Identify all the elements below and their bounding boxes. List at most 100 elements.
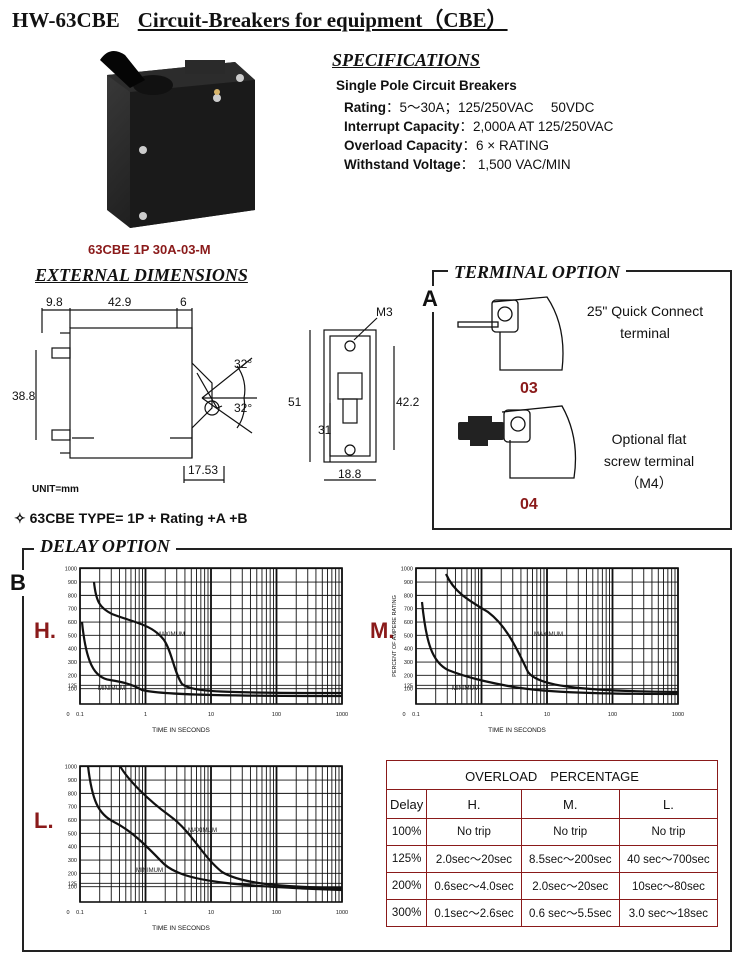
y-tick-label: 600 (68, 818, 77, 824)
spec-interrupt: Interrupt Capacity：2,000A AT 125/250VAC (344, 119, 614, 134)
x-tick-label: 0 (66, 910, 69, 916)
y-tick-label: 1000 (65, 567, 77, 573)
curve-letter-m: M. (370, 618, 395, 643)
dim-38-8: 38.8 (12, 389, 36, 403)
y-tick-label: 500 (68, 831, 77, 837)
y-tick-label: 700 (68, 805, 77, 811)
option-04-code: 04 (520, 496, 538, 513)
y-axis-label: PERCENT OF AMPERE RATING (392, 595, 398, 677)
photo-caption: 63CBE 1P 30A-03-M (88, 242, 211, 257)
x-tick-label: 0.1 (412, 712, 420, 718)
y-tick-label: 800 (68, 791, 77, 797)
option-letter-a: A (422, 286, 438, 312)
y-tick-label: 100 (68, 687, 77, 693)
y-tick-label: 300 (68, 858, 77, 864)
dim-angle-bottom: 32° (234, 401, 252, 415)
spec-subtitle: Single Pole Circuit Breakers (336, 78, 517, 93)
curve-letter-l: L. (34, 808, 54, 833)
dim-angle-top: 32° (234, 357, 252, 371)
page-title: HW-63CBE Circuit-Breakers for equipment（C… (12, 4, 508, 34)
quick-connect-terminal-icon (457, 296, 564, 371)
x-axis-label: TIME IN SECONDS (152, 727, 210, 734)
option-letter-b: B (10, 570, 26, 596)
x-tick-label: 100 (272, 712, 281, 718)
y-tick-label: 100 (404, 687, 413, 693)
x-tick-label: 10 (208, 910, 214, 916)
y-tick-label: 400 (68, 845, 77, 851)
minimum-curve (86, 765, 343, 892)
y-tick-label: 400 (68, 647, 77, 653)
x-tick-label: 1 (144, 712, 147, 718)
y-tick-label: 900 (68, 778, 77, 784)
y-tick-label: 125 (68, 683, 77, 689)
dim-9-8: 9.8 (46, 295, 63, 309)
y-tick-label: 200 (68, 871, 77, 877)
model-number: HW-63CBE (12, 8, 120, 32)
y-tick-label: 100 (68, 885, 77, 891)
x-tick-label: 0 (402, 712, 405, 718)
x-tick-label: 0.1 (76, 712, 84, 718)
maximum-curve (92, 581, 343, 695)
dim-42-2: 42.2 (396, 395, 420, 409)
y-tick-label: 500 (68, 633, 77, 639)
x-tick-label: 100 (272, 910, 281, 916)
x-tick-label: 1000 (672, 712, 684, 718)
col-h: H. (426, 789, 522, 819)
x-axis-label: TIME IN SECONDS (152, 925, 210, 932)
title-text: Circuit-Breakers for equipment（CBE） (137, 8, 508, 32)
x-tick-label: 1 (480, 712, 483, 718)
minimum-label: MINIMUM (452, 686, 479, 692)
col-delay: Delay (385, 789, 428, 819)
spec-overload: Overload Capacity：6 × RATING (344, 138, 549, 153)
y-tick-label: 800 (68, 593, 77, 599)
spec-withstand: Withstand Voltage： 1,500 VAC/MIN (344, 157, 571, 172)
delay-option-heading: DELAY OPTION (34, 536, 176, 557)
x-tick-label: 10 (544, 712, 550, 718)
dim-31: 31 (318, 423, 332, 437)
flat-screw-terminal-icon (458, 405, 577, 479)
maximum-curve (119, 765, 343, 890)
option-03-code: 03 (520, 380, 538, 397)
x-tick-label: 0 (66, 712, 69, 718)
y-tick-label: 200 (404, 673, 413, 679)
minimum-curve (420, 601, 679, 696)
x-tick-label: 100 (608, 712, 617, 718)
minimum-label: MINIMUM (136, 868, 163, 874)
y-tick-label: 200 (68, 673, 77, 679)
x-axis-label: TIME IN SECONDS (488, 727, 546, 734)
y-tick-label: 125 (68, 881, 77, 887)
y-tick-label: 700 (68, 607, 77, 613)
minimum-curve (80, 621, 343, 698)
overload-table-title: OVERLOAD PERCENTAGE (386, 760, 718, 790)
maximum-curve (444, 573, 679, 694)
y-tick-label: 600 (404, 620, 413, 626)
col-l: L. (618, 789, 719, 819)
terminal-option-heading: TERMINAL OPTION (448, 262, 626, 283)
y-tick-label: 1000 (65, 765, 77, 771)
minimum-label: MINIMUM (98, 686, 125, 692)
y-tick-label: 300 (404, 660, 413, 666)
col-m: M. (520, 789, 620, 819)
dim-51: 51 (288, 395, 302, 409)
spec-rating: Rating：5～30A；125/250VAC 50VDC (344, 100, 595, 115)
external-dimensions-heading: EXTERNAL DIMENSIONS (35, 265, 248, 285)
maximum-label: MAXIMUM (156, 632, 185, 638)
overload-table: OVERLOAD PERCENTAGE Delay H. M. L. 100%N… (385, 760, 719, 927)
circuit-breaker-photo (100, 51, 255, 228)
x-tick-label: 10 (208, 712, 214, 718)
dim-42-9: 42.9 (108, 295, 132, 309)
curve-letter-h: H. (34, 618, 56, 643)
y-tick-label: 900 (404, 580, 413, 586)
y-tick-label: 800 (404, 593, 413, 599)
y-tick-label: 900 (68, 580, 77, 586)
dim-18-8: 18.8 (338, 467, 362, 481)
unit-label: UNIT=mm (32, 484, 79, 495)
